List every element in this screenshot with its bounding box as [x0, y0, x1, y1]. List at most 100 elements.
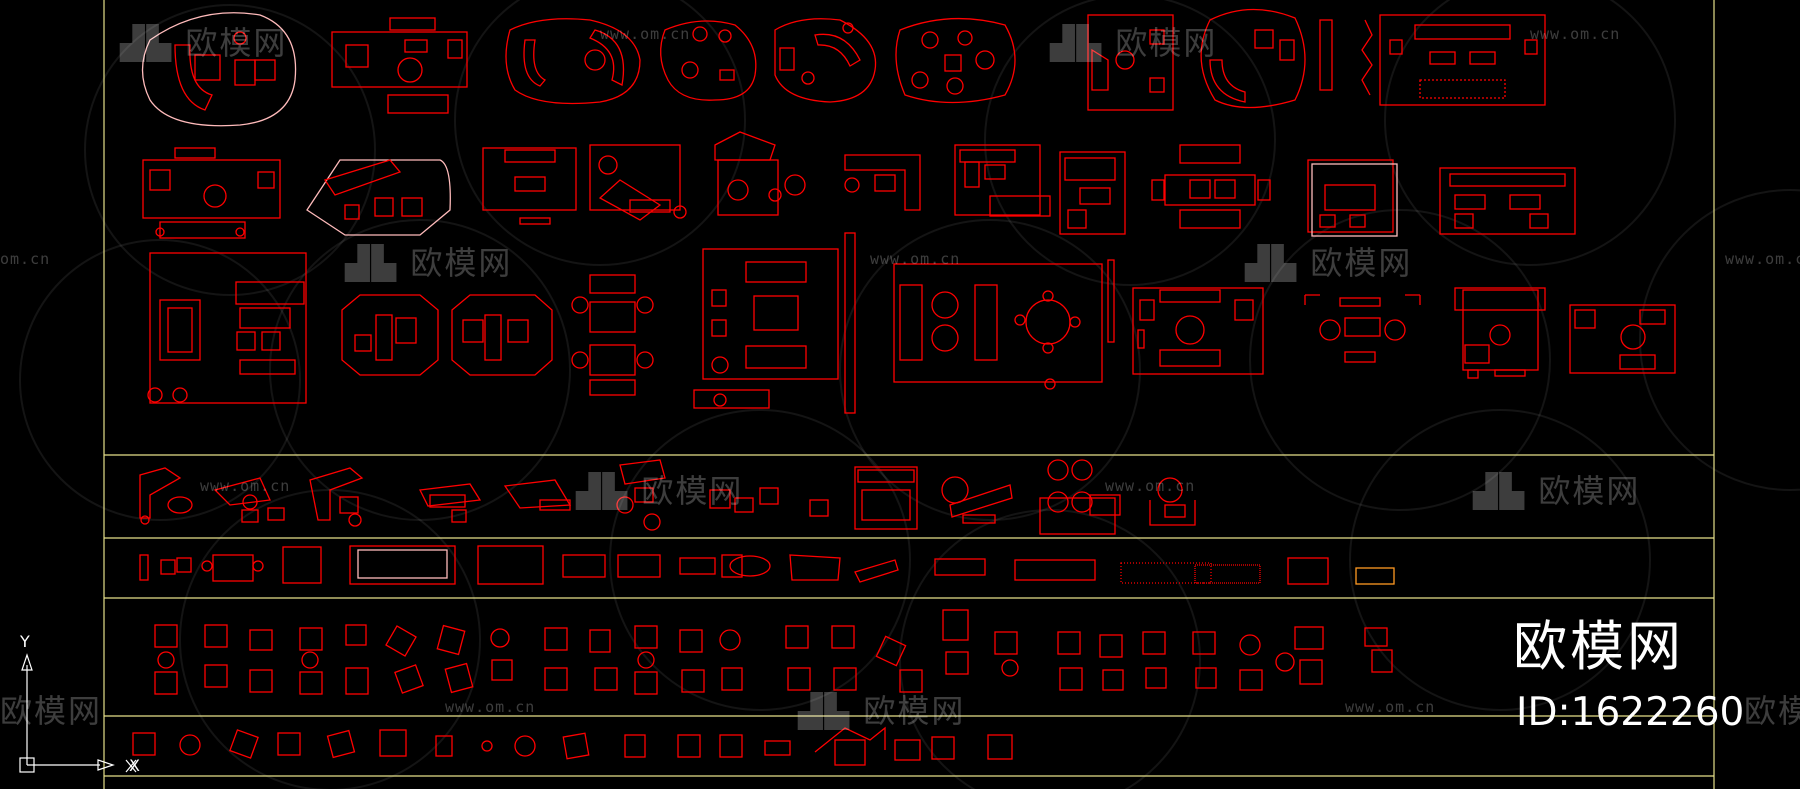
- furniture-block[interactable]: [451, 294, 553, 376]
- armchair-pair[interactable]: [1142, 631, 1167, 689]
- furniture-block[interactable]: [341, 294, 439, 376]
- chair-block[interactable]: [987, 734, 1013, 760]
- furniture-block[interactable]: [306, 159, 451, 236]
- furniture-block[interactable]: [309, 467, 364, 527]
- furniture-block[interactable]: [139, 554, 192, 581]
- chair-block[interactable]: [719, 734, 743, 758]
- chair-block[interactable]: [435, 735, 453, 757]
- furniture-block[interactable]: [1087, 14, 1174, 111]
- furniture-block[interactable]: [693, 232, 856, 414]
- furniture-block[interactable]: [1361, 14, 1546, 106]
- furniture-block[interactable]: [616, 459, 666, 531]
- furniture-block[interactable]: [893, 259, 1115, 390]
- armchair-pair[interactable]: [249, 629, 273, 693]
- furniture-block[interactable]: [482, 147, 577, 225]
- armchair-pair[interactable]: [154, 624, 178, 695]
- furniture-block[interactable]: [505, 18, 641, 105]
- armchair-pair[interactable]: [1275, 626, 1324, 685]
- armchair-pair[interactable]: [831, 625, 857, 691]
- chair-block[interactable]: [931, 736, 955, 760]
- furniture-block[interactable]: [941, 476, 1013, 524]
- furniture-block[interactable]: [774, 18, 877, 103]
- furniture-block[interactable]: [1039, 459, 1121, 535]
- furniture-block[interactable]: [141, 12, 297, 127]
- furniture-block[interactable]: [1304, 294, 1421, 363]
- brand-logo-text: 欧模网: [1513, 615, 1684, 678]
- furniture-block[interactable]: [1569, 304, 1676, 374]
- armchair-pair[interactable]: [385, 625, 424, 694]
- armchair-pair[interactable]: [875, 635, 923, 693]
- armchair-pair[interactable]: [436, 624, 474, 694]
- furniture-block[interactable]: [571, 274, 654, 396]
- chair-block[interactable]: [562, 732, 590, 760]
- furniture-block[interactable]: [1059, 151, 1126, 235]
- furniture-block[interactable]: [854, 466, 918, 530]
- chair-block[interactable]: [677, 734, 701, 758]
- furniture-block[interactable]: [562, 554, 743, 578]
- furniture-block[interactable]: [954, 144, 1051, 217]
- layout-frame: [103, 0, 1715, 789]
- furniture-block[interactable]: [419, 483, 482, 523]
- armchair-pair[interactable]: [679, 629, 705, 693]
- furniture-block[interactable]: [1439, 167, 1576, 235]
- furniture-block[interactable]: [201, 546, 322, 584]
- row-2-living-groups: [142, 131, 1576, 239]
- armchair-pair[interactable]: [1057, 631, 1083, 691]
- furniture-block[interactable]: [331, 17, 468, 114]
- chair-block[interactable]: [624, 734, 646, 758]
- chair-block[interactable]: [764, 740, 791, 756]
- chair-block[interactable]: [894, 739, 921, 761]
- armchair-pair[interactable]: [719, 629, 743, 691]
- furniture-block[interactable]: [1132, 287, 1264, 375]
- chair-block[interactable]: [481, 740, 493, 752]
- furniture-block[interactable]: [934, 557, 1395, 585]
- armchair-pair[interactable]: [785, 625, 811, 691]
- furniture-block[interactable]: [147, 252, 307, 404]
- furniture-block[interactable]: [1149, 477, 1196, 526]
- chair-block[interactable]: [132, 732, 156, 756]
- armchair-pair[interactable]: [994, 631, 1019, 677]
- armchair-pair[interactable]: [204, 624, 228, 688]
- armchair-pair[interactable]: [589, 629, 618, 691]
- chair-block[interactable]: [277, 732, 301, 756]
- furniture-block[interactable]: [349, 545, 456, 585]
- chair-block[interactable]: [326, 729, 356, 759]
- chair-block[interactable]: [229, 729, 259, 759]
- furniture-block[interactable]: [844, 154, 921, 211]
- furniture-block[interactable]: [1200, 8, 1333, 109]
- chair-block[interactable]: [179, 734, 201, 756]
- furniture-block[interactable]: [139, 467, 193, 525]
- furniture-block[interactable]: [729, 554, 899, 583]
- furniture-block[interactable]: [589, 144, 687, 221]
- furniture-block[interactable]: [709, 487, 829, 517]
- armchair-pair[interactable]: [1239, 634, 1263, 691]
- furniture-block[interactable]: [714, 131, 806, 216]
- furniture-block[interactable]: [213, 477, 285, 523]
- ucs-axis-icon: [19, 653, 137, 773]
- chair-block[interactable]: [379, 729, 407, 757]
- furniture-block[interactable]: [1307, 159, 1398, 237]
- row-7-single-chairs: [132, 726, 1013, 766]
- armchair-pair[interactable]: [490, 628, 513, 681]
- model-id-label: ID:1622260: [1516, 690, 1745, 735]
- furniture-block[interactable]: [660, 20, 757, 101]
- armchair-pair[interactable]: [942, 609, 969, 675]
- armchair-pair[interactable]: [1099, 634, 1124, 691]
- furniture-block[interactable]: [1454, 287, 1546, 379]
- armchair-pair[interactable]: [634, 625, 658, 695]
- armchair-pair[interactable]: [1192, 631, 1217, 689]
- chair-block[interactable]: [814, 726, 886, 766]
- row-5-sofas-tables: [139, 545, 1395, 585]
- armchair-pair[interactable]: [544, 627, 568, 691]
- furniture-block[interactable]: [895, 17, 1016, 104]
- furniture-block[interactable]: [477, 545, 544, 585]
- armchair-pair[interactable]: [299, 627, 323, 695]
- armchair-pair[interactable]: [1364, 627, 1393, 673]
- chair-block[interactable]: [514, 735, 536, 757]
- furniture-block[interactable]: [1151, 144, 1271, 229]
- armchair-pair[interactable]: [345, 624, 369, 695]
- furniture-block[interactable]: [503, 479, 572, 511]
- furniture-block[interactable]: [142, 147, 281, 239]
